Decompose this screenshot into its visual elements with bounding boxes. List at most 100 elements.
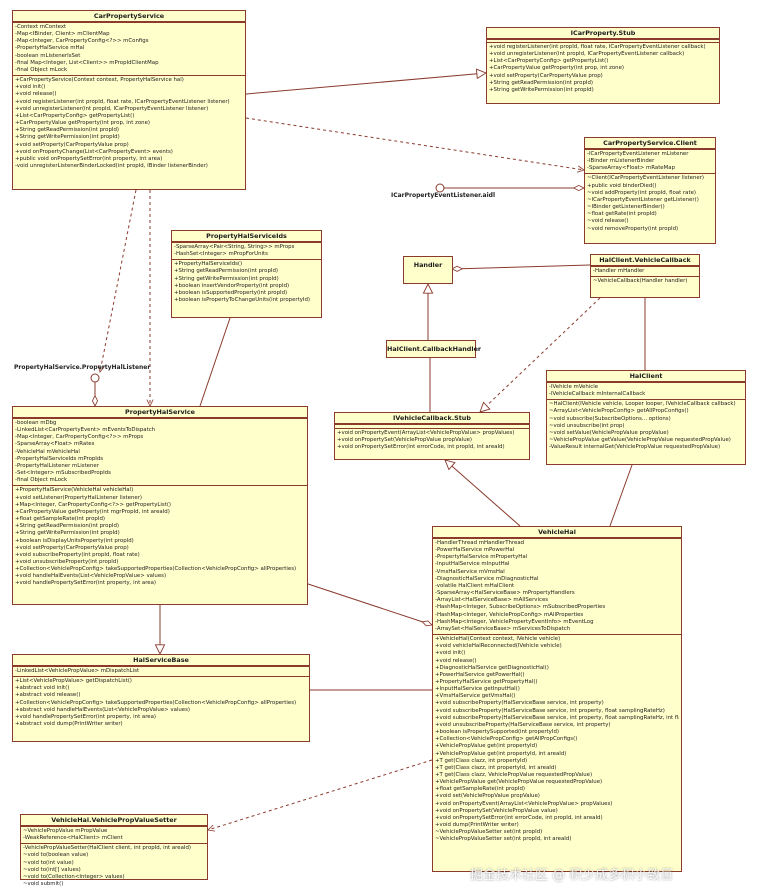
method-row: +public void binderDied() xyxy=(587,182,657,189)
class-name: PropertyHalService xyxy=(13,407,307,418)
method-row: +Collection<VehiclePropConfig> takeSuppo… xyxy=(15,566,297,573)
method-row: ~VehiclePropValue getValue(VehiclePropVa… xyxy=(549,437,731,444)
field-row: -Set<Integer> mSubscribedPropIds xyxy=(15,470,111,477)
methods-section: ~VehicleCallback(Handler handler) xyxy=(591,276,699,286)
method-row: ~void addProperty(int propId, float rate… xyxy=(587,189,696,196)
field-row: -HashMap<Integer, VehiclePropertyEventIn… xyxy=(435,618,594,625)
field-row: -PropertyHalListener mListener xyxy=(15,462,99,469)
method-row: +String getWritePermission(int propId) xyxy=(15,530,120,537)
class-name: HalClient.CallbackHandler xyxy=(387,345,482,353)
fields-section: -Handler mHandler xyxy=(591,266,699,276)
field-row: -IVehicleCallback mInternalCallback xyxy=(549,391,646,398)
method-row: +void handlePropertySetError(int propert… xyxy=(15,713,157,720)
method-row: +InputHalService getInputHal() xyxy=(435,686,520,693)
method-row: ~void setValue(VehiclePropValue propValu… xyxy=(549,429,669,436)
method-row: -ValueResult internalGet(VehiclePropValu… xyxy=(549,444,721,451)
method-row: +VehiclePropValue get(VehiclePropValue r… xyxy=(435,779,603,786)
field-row: -PropertyHalServiceIds mPropIds xyxy=(15,455,104,462)
method-row: +CarPropertyService(Context context, Pro… xyxy=(15,77,184,84)
methods-section: ~Client(ICarPropertyEventListener listen… xyxy=(585,173,715,233)
edge-ids-propertyhalservice xyxy=(199,318,230,407)
method-row: ~void release() xyxy=(587,218,629,225)
field-row: -Context mContext xyxy=(15,24,67,30)
class-icar-property-stub: ICarProperty.Stub +void registerListener… xyxy=(486,27,720,104)
class-hal-client-callback-handler: HalClient.CallbackHandler xyxy=(386,340,482,358)
class-name: VehicleHal xyxy=(433,527,681,538)
method-row: +void onPropertyEvent(ArrayList<VehicleP… xyxy=(435,800,613,807)
method-row: ~void subscribe(SubscribeOptions... opti… xyxy=(549,415,671,422)
field-row: -boolean mDbg xyxy=(15,420,57,426)
method-row: +void setProperty(CarPropertyValue prop) xyxy=(15,141,129,148)
method-row: +void handleHalEvents(List<VehiclePropVa… xyxy=(15,573,167,580)
method-row: ~VehiclePropValueSetter set(int propId, … xyxy=(435,836,572,843)
method-row: +CarPropertyValue getProperty(int mgrPro… xyxy=(15,508,170,515)
field-row: -SparseArray<HalServiceBase> mPropertyHa… xyxy=(435,590,575,597)
method-row: ~void removeProperty(int propId) xyxy=(587,225,679,232)
field-row: -IVehicle mVehicle xyxy=(549,384,599,390)
method-row: +Collection<VehiclePropConfig> getAllPro… xyxy=(435,736,578,743)
method-row: +void onPropertySet(VehiclePropValue pro… xyxy=(337,437,473,444)
method-row: +void unsubscribeProperty(HalServiceBase… xyxy=(435,721,611,728)
method-row: +String getReadPermission(int propId) xyxy=(174,268,278,275)
method-row: +boolean isPropertyToChangeUnits(int pro… xyxy=(174,297,311,304)
edge-carpropertyservice-listener xyxy=(100,189,137,372)
method-row: +abstract void handleHalEvents(List<Vehi… xyxy=(15,706,191,713)
method-row: +void setProperty(CarPropertyValue prop) xyxy=(489,72,603,79)
field-row: -HashMap<Integer, VehiclePropConfig> mAl… xyxy=(435,611,584,618)
class-vehicle-hal: VehicleHal -HandlerThread mHandlerThread… xyxy=(432,526,682,872)
field-row: -LinkedList<CarPropertyEvent> mEventsToD… xyxy=(15,427,156,434)
method-row: +void subscribeProperty(HalServiceBase s… xyxy=(435,707,665,714)
class-name: CarPropertyService.Client xyxy=(585,138,715,149)
field-row: -HandlerThread mHandlerThread xyxy=(435,540,525,546)
class-name: CarPropertyService xyxy=(13,11,245,22)
methods-section: +List<VehiclePropValue> getDispatchList(… xyxy=(13,676,309,729)
method-row: ~void to(boolean value) xyxy=(23,852,89,859)
method-row: +abstract void init() xyxy=(15,685,70,692)
class-property-hal-service: PropertyHalService -boolean mDbg-LinkedL… xyxy=(12,406,308,605)
method-row: +void onPropertyEvent(ArrayList<VehicleP… xyxy=(337,430,515,436)
method-row: ~ICarPropertyEventListener getListener() xyxy=(587,196,699,203)
method-row: +void handlePropertySetError(int propert… xyxy=(15,580,157,587)
methods-section: +PropertyHalService(VehicleHal vehicleHa… xyxy=(13,485,307,588)
watermark: 掘金技术社区 @ 积少成多积小致巨 xyxy=(470,868,674,883)
method-row: +String getReadPermission(int propId) xyxy=(489,79,593,86)
class-name: ICarProperty.Stub xyxy=(487,28,719,39)
class-property-hal-service-ids: PropertyHalServiceIds -SparseArray<Pair<… xyxy=(171,230,322,318)
method-row: +void registerListener(int propId, float… xyxy=(489,44,706,50)
edge-carpropertyservice-client xyxy=(245,117,584,170)
fields-section: -ICarPropertyEventListener mListener-IBi… xyxy=(585,149,715,173)
method-row: +boolean isSupportedProperty(int propId) xyxy=(174,289,288,296)
field-row: -ICarPropertyEventListener mListener xyxy=(587,151,689,157)
field-row: -VmsHalService mVmsHal xyxy=(435,568,505,575)
methods-section: +CarPropertyService(Context context, Pro… xyxy=(13,75,245,171)
class-ivehicle-callback-stub: IVehicleCallback.Stub +void onPropertyEv… xyxy=(334,412,530,460)
edge-vehiclehal-setter xyxy=(208,759,433,830)
method-row: +void vehicleHalReconnected(IVehicle veh… xyxy=(435,643,562,650)
field-row: -SparseArray<Float> mRateMap xyxy=(587,165,676,172)
field-row: -final Object mLock xyxy=(15,477,68,484)
method-row: ~float getRate(int propId) xyxy=(587,211,657,218)
method-row: +String getReadPermission(int propId) xyxy=(15,523,119,530)
method-row: +String getWritePermission(int propId) xyxy=(174,275,279,282)
method-row: +abstract void release() xyxy=(15,692,81,699)
methods-section: -VehiclePropValueSetter(HalClient client… xyxy=(21,843,207,889)
method-row: +String getReadPermission(int propId) xyxy=(15,127,119,134)
method-row: ~void to(int value) xyxy=(23,859,74,866)
method-row: +float getSampleRate(int propId) xyxy=(435,786,525,793)
field-row: -SparseArray<Float> mRates xyxy=(15,441,95,448)
field-row: -WeakReference<HalClient> mClient xyxy=(23,835,123,842)
method-row: ~HalClient(IVehicle vehicle, Looper loop… xyxy=(549,401,736,408)
method-row: ~ArrayList<VehiclePropConfig> getAllProp… xyxy=(549,408,689,415)
method-row: +VehicleHal(Context context, IVehicle ve… xyxy=(435,636,561,643)
class-name: Handler xyxy=(413,261,443,269)
methods-section: +void registerListener(int propId, float… xyxy=(487,42,719,95)
method-row: +Map<Integer, CarPropertyConfig<?>> getP… xyxy=(15,501,172,508)
class-hal-client-vehicle-callback: HalClient.VehicleCallback -Handler mHand… xyxy=(590,254,700,298)
method-row: +void registerListener(int propId, float… xyxy=(15,98,230,105)
method-row: +void unregisterListener(int propId, ICa… xyxy=(15,105,209,112)
field-row: -HashSet<Integer> mPropForUnits xyxy=(174,251,268,258)
field-row: -boolean mListenerIsSet xyxy=(15,52,81,59)
field-row: -IBinder mListenerBinder xyxy=(587,158,655,165)
class-hal-service-base: HalServiceBase -LinkedList<VehiclePropVa… xyxy=(12,654,310,742)
